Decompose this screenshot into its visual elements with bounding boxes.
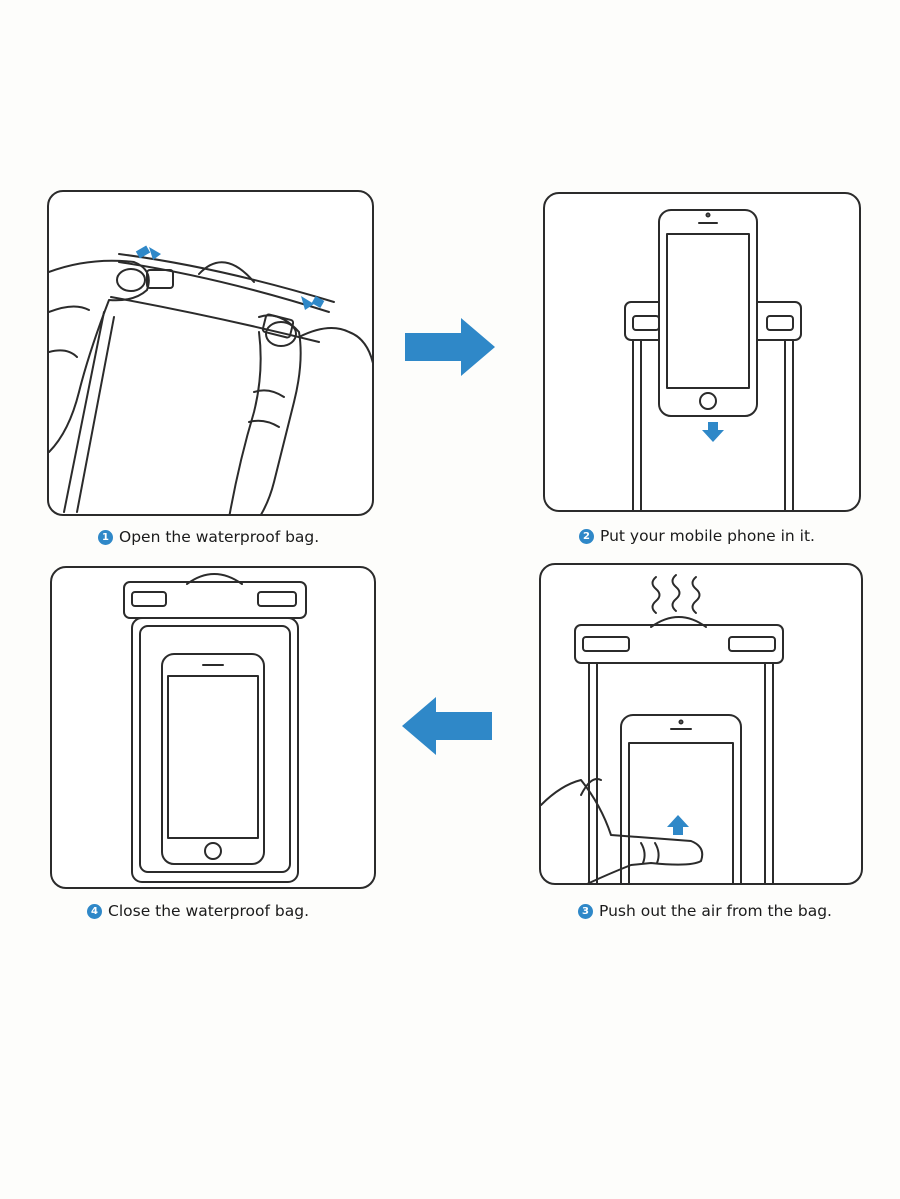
step-4-number-badge: 4 xyxy=(87,903,102,919)
arrow-right-icon xyxy=(405,318,495,376)
open-bag-drawing xyxy=(49,245,372,514)
bag-dome xyxy=(650,616,707,628)
bag-body xyxy=(131,617,299,883)
bag-clip-right xyxy=(257,591,297,607)
phone-home-button xyxy=(699,392,717,410)
bag-inner-edge xyxy=(110,296,320,343)
bag-clip-left xyxy=(582,636,630,652)
step-3-text: Push out the air from the bag. xyxy=(599,902,832,920)
bag-seal-strip xyxy=(118,253,335,303)
bag-header xyxy=(574,624,784,664)
bag-dome xyxy=(198,261,255,283)
up-arrow-icon xyxy=(667,815,689,835)
bag-clip-left xyxy=(146,269,174,289)
phone-home-button xyxy=(204,842,222,860)
left-thumb-nail xyxy=(116,268,146,292)
arrow-left-icon xyxy=(402,697,492,755)
step-3-illustration xyxy=(539,563,863,885)
step-4-text: Close the waterproof bag. xyxy=(108,902,310,920)
right-thumb-nail xyxy=(265,321,297,347)
step-4-caption: 4 Close the waterproof bag. xyxy=(87,902,309,920)
phone-screen xyxy=(666,233,750,389)
step-1-illustration xyxy=(47,190,374,516)
insert-phone-drawing xyxy=(624,209,802,510)
phone-body xyxy=(620,714,742,883)
air-waves-icon xyxy=(651,574,701,614)
bag-clip-right xyxy=(728,636,776,652)
bag-left-side xyxy=(63,311,105,513)
closed-bag-drawing xyxy=(123,573,307,883)
bag-clip-left xyxy=(131,591,167,607)
push-air-drawing xyxy=(541,574,784,883)
step-1-number-badge: 1 xyxy=(98,529,113,545)
phone-body xyxy=(658,209,758,417)
step-1-text: Open the waterproof bag. xyxy=(119,528,320,546)
step-3-caption: 3 Push out the air from the bag. xyxy=(578,902,832,920)
pull-arrow-left-icon xyxy=(149,247,161,260)
step-3-number-badge: 3 xyxy=(578,903,593,919)
bag-top-edge xyxy=(118,261,330,313)
pushing-hand xyxy=(541,779,704,883)
step-2-illustration xyxy=(543,192,861,512)
pull-arrow-right-icon xyxy=(301,296,314,310)
bag-clip-left xyxy=(632,315,660,331)
step-2-text: Put your mobile phone in it. xyxy=(600,527,815,545)
left-hand xyxy=(49,259,150,453)
phone-body xyxy=(161,653,265,865)
bag-clip-right xyxy=(766,315,794,331)
step-4-illustration xyxy=(50,566,376,889)
step-2-caption: 2 Put your mobile phone in it. xyxy=(579,527,815,545)
bag-dome xyxy=(186,573,243,585)
phone-screen xyxy=(628,742,734,883)
step-1-caption: 1 Open the waterproof bag. xyxy=(98,528,319,546)
phone-screen xyxy=(167,675,259,839)
step-2-number-badge: 2 xyxy=(579,528,594,544)
down-arrow-icon xyxy=(702,422,724,442)
bag-header xyxy=(123,581,307,619)
